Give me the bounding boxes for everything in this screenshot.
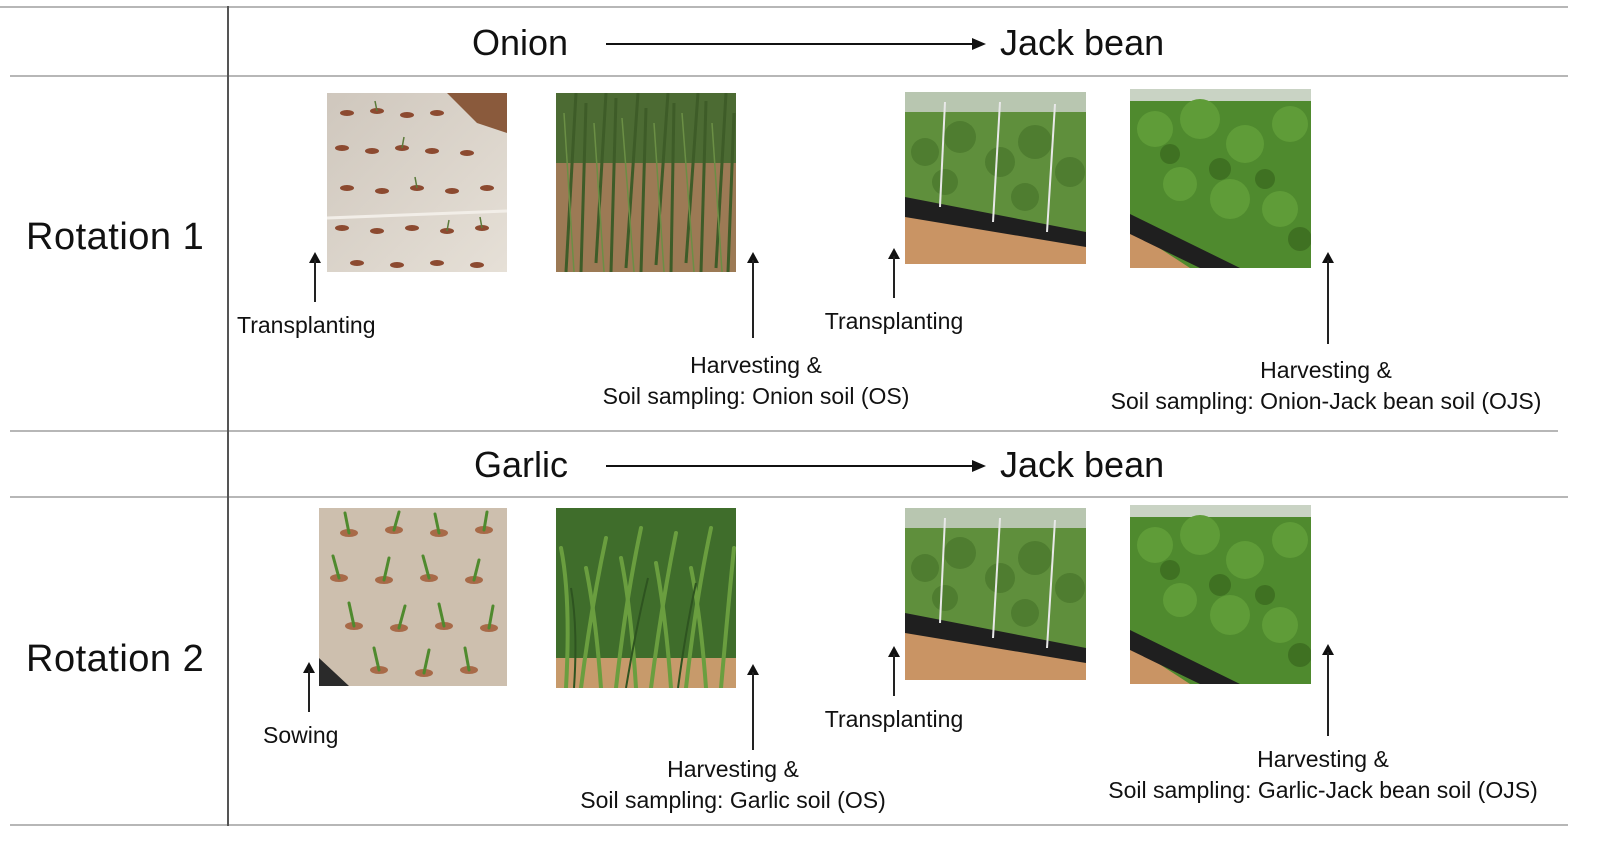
- jack-bean-harvest-arrow: [1322, 252, 1334, 344]
- table-bottom-rule: [10, 824, 1568, 826]
- jack-bean-harvest-caption: Harvesting & Soil sampling: Garlic-Jack …: [1108, 746, 1538, 803]
- onion-harvest-arrow: [747, 252, 759, 338]
- jack-bean-transplanting-caption: Transplanting: [824, 308, 964, 334]
- jack-bean-mature-photo: [1130, 89, 1311, 268]
- garlic-sowing-arrow: [303, 662, 315, 712]
- rotation-2-second-crop: Jack bean: [1000, 444, 1165, 485]
- jack-bean-young-photo: [905, 92, 1086, 264]
- jack-bean-transplanting-arrow: [888, 646, 900, 696]
- rotation-2-first-crop: Garlic: [474, 444, 569, 485]
- onion-transplants-photo: [327, 93, 507, 272]
- table-top-rule: [0, 6, 1568, 8]
- jack-bean-transplanting-caption: Transplanting: [824, 706, 964, 732]
- rotation-1-first-crop: Onion: [472, 22, 569, 63]
- onion-mature-photo: [556, 93, 736, 272]
- onion-transplanting-caption: Transplanting: [237, 312, 376, 338]
- rotation-1-header-rule: [10, 75, 1568, 77]
- jack-bean-harvest-caption: Harvesting & Soil sampling: Onion-Jack b…: [1110, 357, 1542, 414]
- rotation-2-label: Rotation 2: [26, 638, 205, 680]
- rotation-2-sequence-arrow: [606, 460, 986, 472]
- rotation-1-sequence-arrow: [606, 38, 986, 50]
- garlic-mature-photo: [556, 508, 736, 688]
- jack-bean-harvest-arrow: [1322, 644, 1334, 736]
- column-divider: [227, 6, 229, 826]
- jack-bean-young-photo: [905, 508, 1086, 680]
- garlic-harvest-arrow: [747, 664, 759, 750]
- garlic-seedlings-photo: [319, 508, 507, 686]
- rotation-2-header-rule: [10, 496, 1568, 498]
- garlic-harvest-caption: Harvesting & Soil sampling: Garlic soil …: [580, 756, 886, 813]
- onion-harvest-caption: Harvesting & Soil sampling: Onion soil (…: [602, 352, 910, 409]
- jack-bean-transplanting-arrow: [888, 248, 900, 298]
- garlic-sowing-caption: Sowing: [263, 722, 339, 748]
- jack-bean-mature-photo: [1130, 505, 1311, 684]
- onion-transplanting-arrow: [309, 252, 321, 302]
- rotation-divider-rule: [10, 430, 1558, 432]
- rotation-1-label: Rotation 1: [26, 216, 205, 258]
- rotation-1-second-crop: Jack bean: [1000, 22, 1165, 63]
